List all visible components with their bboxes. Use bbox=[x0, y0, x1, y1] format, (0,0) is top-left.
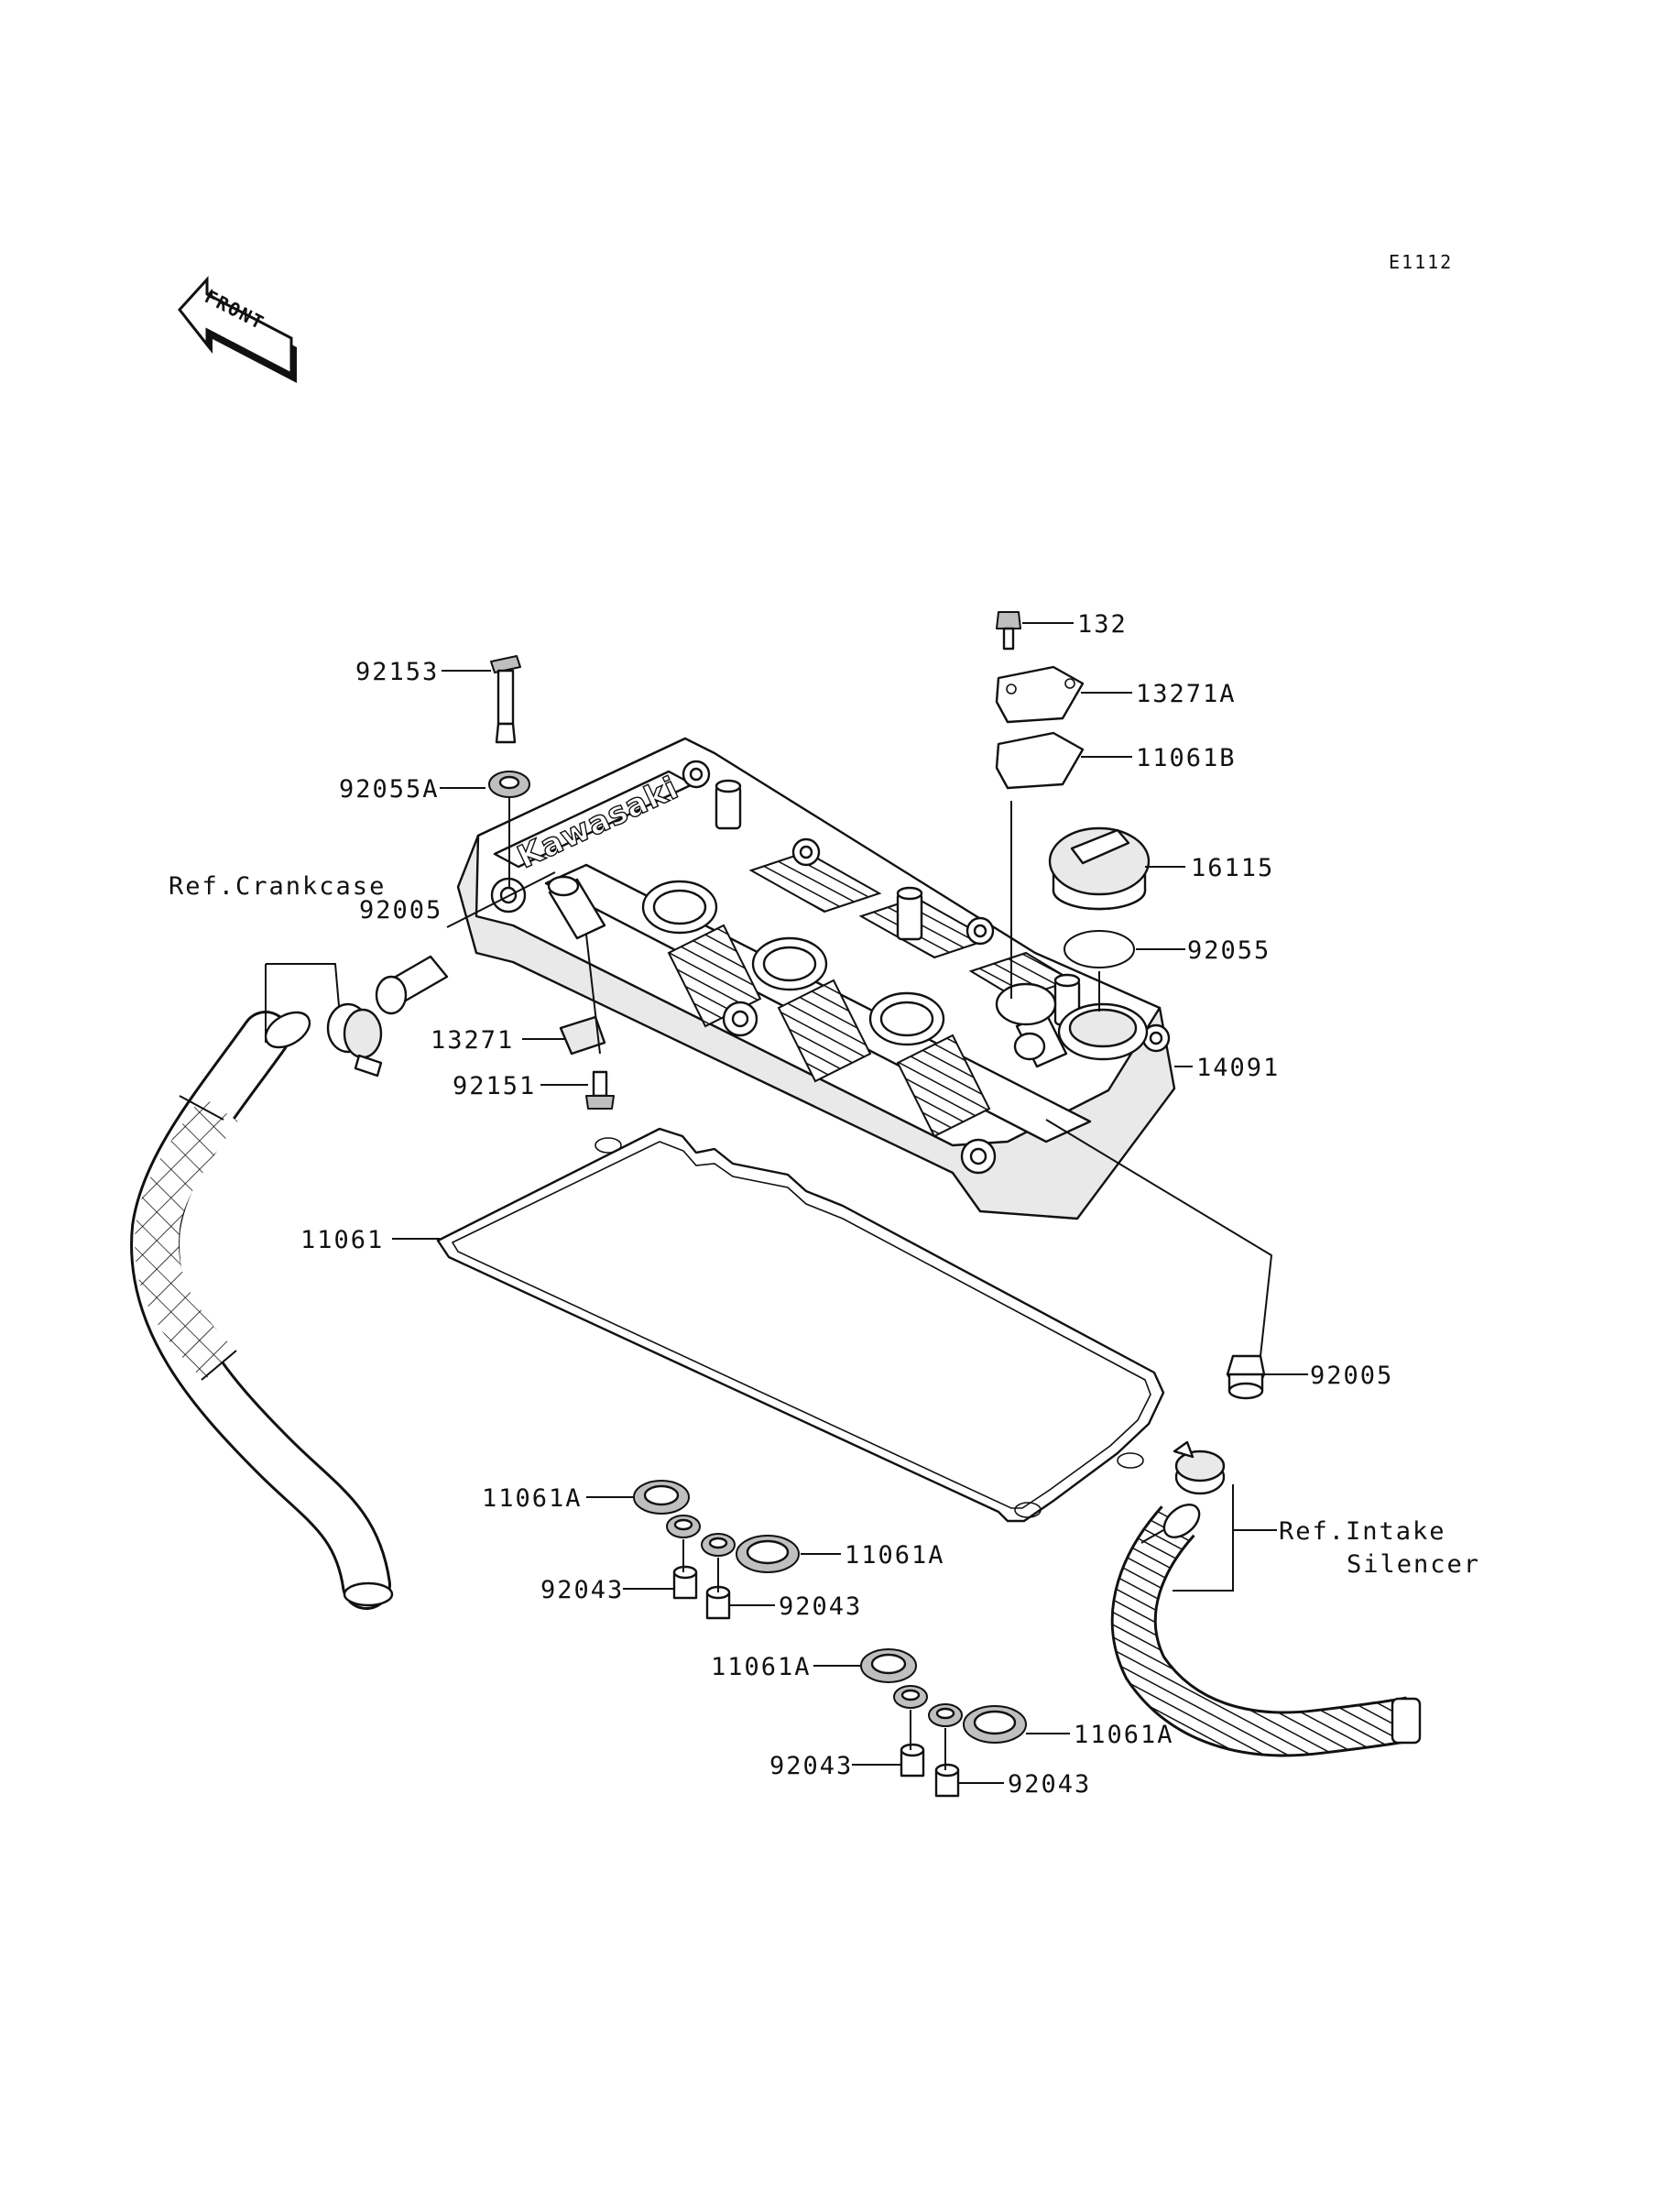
seal-11061a-3 bbox=[860, 1648, 917, 1683]
diagram-code: E1112 bbox=[1389, 251, 1453, 273]
bolt-132 bbox=[996, 611, 1021, 651]
callout-labels: 92153 92055A Ref.Crankcase 92005 13271 9… bbox=[169, 610, 1480, 1799]
label-11061: 11061 bbox=[300, 1226, 384, 1254]
bolt-92151 bbox=[585, 1070, 615, 1110]
label-16115: 16115 bbox=[1191, 854, 1274, 882]
label-ref-crankcase: Ref.Crankcase bbox=[169, 872, 386, 901]
collar-92043-1 bbox=[672, 1565, 698, 1600]
label-14091: 14091 bbox=[1196, 1054, 1280, 1082]
label-11061a-4: 11061A bbox=[1074, 1721, 1174, 1749]
label-92043-3: 92043 bbox=[769, 1752, 853, 1780]
label-11061a-1: 11061A bbox=[482, 1484, 583, 1513]
front-arrow-icon: FRONT bbox=[178, 276, 297, 383]
leader-lines bbox=[265, 622, 1308, 1784]
label-11061a-2: 11061A bbox=[845, 1541, 945, 1570]
label-92043-4: 92043 bbox=[1008, 1770, 1091, 1799]
breather-hose-left bbox=[130, 1011, 394, 1610]
label-ref-intake-silencer: Silencer bbox=[1347, 1550, 1480, 1579]
label-92055a: 92055A bbox=[339, 775, 440, 804]
gasket-11061b bbox=[995, 731, 1085, 790]
label-11061b: 11061B bbox=[1136, 744, 1237, 772]
plate-13271 bbox=[559, 1015, 606, 1056]
label-ref-intake: Ref.Intake bbox=[1279, 1517, 1446, 1546]
head-cover-gasket bbox=[436, 1127, 1165, 1523]
label-132: 132 bbox=[1077, 610, 1128, 639]
label-92005-right: 92005 bbox=[1310, 1362, 1393, 1390]
hose-clamp-right bbox=[1173, 1440, 1226, 1495]
label-13271: 13271 bbox=[431, 1026, 514, 1055]
collar-92043-4 bbox=[934, 1763, 960, 1798]
fitting-92005-right bbox=[1226, 1354, 1266, 1400]
oil-cap-16115 bbox=[1048, 826, 1151, 911]
bolt-92153 bbox=[490, 655, 521, 744]
hose-clamp-left bbox=[326, 1002, 383, 1078]
label-11061a-3: 11061A bbox=[711, 1653, 812, 1681]
fitting-92005-left bbox=[375, 955, 449, 1015]
label-92043-1: 92043 bbox=[540, 1576, 624, 1604]
label-13271a: 13271A bbox=[1136, 680, 1237, 708]
collar-92043-3 bbox=[900, 1743, 925, 1778]
plate-13271a bbox=[995, 665, 1085, 724]
label-92151: 92151 bbox=[453, 1072, 536, 1100]
label-92043-2: 92043 bbox=[779, 1592, 862, 1621]
seal-11061a-2 bbox=[736, 1535, 800, 1573]
label-92153: 92153 bbox=[355, 658, 439, 686]
cylinder-head-cover: Kawasaki bbox=[456, 737, 1176, 1220]
breather-hose-right bbox=[1110, 1504, 1422, 1757]
label-92005-left: 92005 bbox=[359, 896, 442, 924]
seal-11061a-4 bbox=[963, 1705, 1027, 1744]
label-92055: 92055 bbox=[1187, 936, 1271, 965]
seal-11061a-1 bbox=[633, 1480, 690, 1515]
o-ring-92055 bbox=[1064, 930, 1135, 968]
